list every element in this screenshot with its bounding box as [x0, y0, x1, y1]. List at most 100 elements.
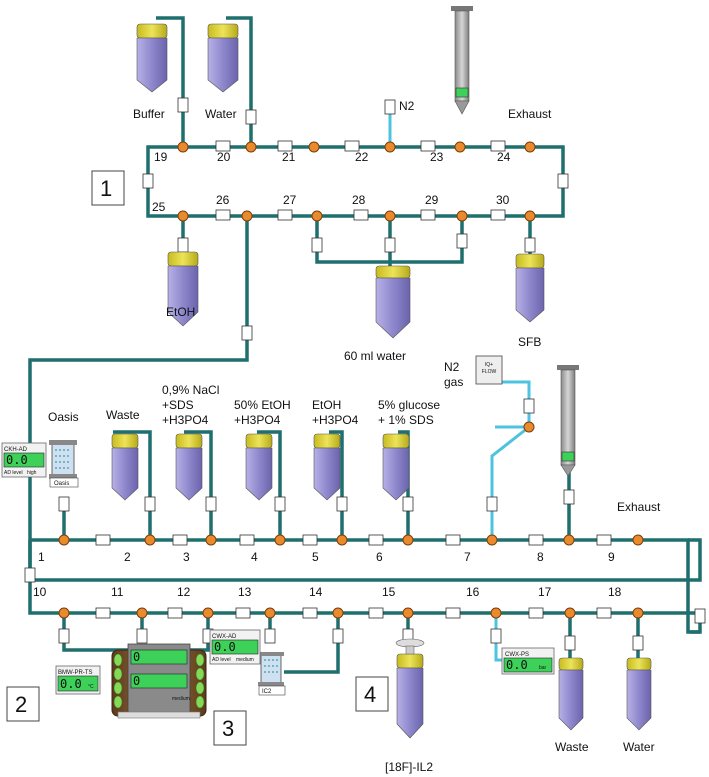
valve-num-3: 3: [183, 550, 190, 564]
label-product: [18F]-IL2: [385, 760, 433, 774]
sensor-reactor-value: 0.0: [60, 677, 82, 691]
module-3-label: 3: [222, 716, 234, 741]
sensor-ckh-sub1: AD level: [4, 470, 23, 476]
label-exhaust-mid: Exhaust: [617, 500, 661, 514]
valve-num-4: 4: [251, 550, 258, 564]
sensor-cwxps-unit: bar: [539, 665, 547, 671]
label-glucose-1: 5% glucose: [378, 398, 440, 412]
syringe-mid-icon: [557, 365, 579, 477]
sensor-cwx-ps: CWX-PS 0.0 bar: [501, 647, 555, 675]
vial-nacl: [175, 433, 203, 501]
vial-waste-bottom: [558, 657, 584, 731]
cartridge-oasis: Oasis: [49, 440, 79, 488]
vial-etoh-h3po4: [313, 433, 341, 501]
reagent-labels: Buffer Water N2 Exhaust EtOH 60 ml water…: [48, 99, 661, 774]
label-n2gas-2: gas: [444, 375, 463, 389]
label-etoh50-2: +H3PO4: [234, 413, 281, 427]
valve-num-24: 24: [497, 150, 511, 164]
reactor-icon: 0 0 medium: [111, 643, 207, 719]
sensor-cwxad-value: 0.0: [214, 640, 236, 654]
n2-gas-line: [490, 380, 531, 540]
label-sfb: SFB: [518, 335, 541, 349]
sensor-reactor-temp: BMW-PR-TS 0.0 °C: [55, 665, 101, 695]
sensor-ckh-name: CKH-AD: [4, 447, 28, 453]
valve-num-22: 22: [355, 150, 369, 164]
valve-num-9: 9: [608, 550, 615, 564]
flow-meter: IQ+ FLOW: [475, 355, 503, 385]
valve-num-23: 23: [430, 150, 444, 164]
reactor-lcd-2: 0: [133, 674, 140, 688]
vial-water-top: [207, 23, 239, 93]
module-4-label: 4: [364, 682, 376, 707]
module-1-label: 1: [100, 176, 112, 201]
vial-buffer: [136, 23, 168, 93]
sensor-ckh-value: 0.0: [6, 453, 28, 467]
sensor-cwxps-value: 0.0: [506, 658, 528, 672]
valve-num-6: 6: [376, 550, 383, 564]
valve-num-20: 20: [217, 150, 231, 164]
filter-icon: [395, 638, 425, 655]
label-glucose-2: + 1% SDS: [378, 413, 434, 427]
vial-etoh: [167, 251, 199, 327]
valve-num-15: 15: [382, 585, 396, 599]
valve-num-5: 5: [312, 550, 319, 564]
sensor-ckh-sub2: high: [27, 470, 37, 476]
vial-water-bottom: [626, 657, 652, 731]
valves[interactable]: [58, 141, 644, 619]
valve-num-10: 10: [33, 585, 47, 599]
tube-segments: [24, 97, 706, 651]
vial-product: [396, 653, 424, 739]
valve-num-11: 11: [111, 585, 124, 599]
vial-glucose: [382, 433, 410, 501]
label-waste-mid: Waste: [106, 408, 140, 422]
sensor-cwx-ad: CWX-AD 0.0 AD level medium: [209, 629, 261, 665]
module1-pipes: [28, 16, 702, 582]
oasis-tag: Oasis: [54, 481, 69, 487]
label-etoh50-1: 50% EtOH: [234, 398, 291, 412]
sensor-reactor-name: BMW-PR-TS: [58, 670, 93, 676]
sensor-ckh-ad: CKH-AD 0.0 AD level high: [1, 442, 47, 478]
valve-num-29: 29: [425, 193, 439, 207]
valve-num-28: 28: [352, 193, 366, 207]
label-etohh-1: EtOH: [312, 398, 341, 412]
vial-waste-mid: [111, 433, 139, 501]
valve-num-2: 2: [124, 550, 131, 564]
sensor-cwxad-sub2: medium: [236, 657, 254, 663]
valve-num-8: 8: [537, 550, 544, 564]
label-waste-bottom: Waste: [555, 740, 589, 754]
label-n2-top: N2: [399, 99, 415, 113]
vial-60ml-water: [375, 265, 411, 339]
cartridge-ic2: IC2: [258, 652, 286, 696]
valve-num-16: 16: [466, 585, 480, 599]
valve-num-30: 30: [496, 193, 510, 207]
valve-num-27: 27: [283, 193, 297, 207]
flow-label-1: IQ+: [485, 362, 493, 368]
valve-num-1: 1: [38, 550, 45, 564]
valve-num-25: 25: [152, 200, 166, 214]
label-60ml-water: 60 ml water: [344, 349, 406, 363]
label-water-bottom: Water: [623, 740, 655, 754]
label-nacl-2: +SDS: [162, 398, 194, 412]
vial-etoh50: [245, 433, 273, 501]
label-buffer: Buffer: [133, 107, 165, 121]
valve-num-19: 19: [154, 150, 168, 164]
valve-numbers: 1 2 3 4 5 6 7 8 9 10 11 12 13 14 15 16 1…: [33, 150, 622, 599]
valve-num-13: 13: [238, 585, 252, 599]
label-nacl-1: 0,9% NaCl: [162, 383, 219, 397]
label-etoh: EtOH: [166, 305, 195, 319]
label-water-top: Water: [205, 107, 237, 121]
valve-num-21: 21: [282, 150, 296, 164]
module-2-label: 2: [15, 692, 27, 717]
syringe-top-icon: [451, 6, 473, 115]
medium-tag: medium: [172, 696, 190, 702]
sensor-cwxps-name: CWX-PS: [505, 652, 529, 658]
label-nacl-3: +H3PO4: [162, 413, 209, 427]
ic2-tag: IC2: [262, 689, 272, 695]
valve-num-26: 26: [216, 193, 230, 207]
sensor-cwxad-sub1: AD level: [212, 657, 231, 663]
valve-num-18: 18: [608, 585, 622, 599]
valve-num-14: 14: [309, 585, 323, 599]
sensor-reactor-unit: °C: [88, 684, 94, 690]
module-boxes: [6, 170, 389, 746]
